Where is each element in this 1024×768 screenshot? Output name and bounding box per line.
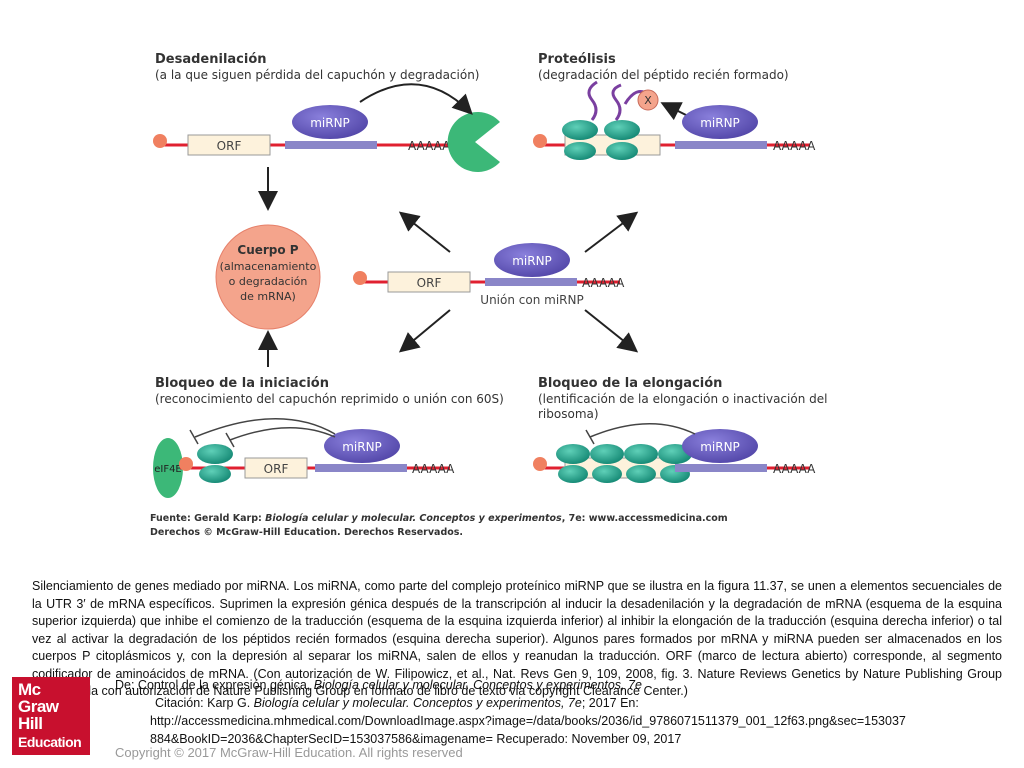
orf-label: ORF [217,139,242,153]
mirna-figure: ORF miRNP AAAAA X miRNP [140,42,870,532]
panel-subtitle: (reconocimiento del capuchón reprimido o… [155,392,504,406]
source-text: Citación: Karp G. [155,696,254,710]
source-citation: De: Control de la expresión génica, Biol… [115,676,1005,748]
cuerpo-p-line: de mRNA) [240,290,296,303]
header-deadenylation: Desadenilación (a la que siguen pérdida … [155,52,479,83]
figure-credit: Fuente: Gerald Karp: Biología celular y … [150,512,728,540]
ribosome-icon [199,465,231,483]
header-initiation-block: Bloqueo de la iniciación (reconocimiento… [155,376,504,407]
mcgraw-hill-logo: Mc Graw Hill Education [12,677,90,755]
eif4e-icon [153,438,183,498]
cuerpo-p: Cuerpo P (almacenamiento o degradación d… [215,224,321,367]
credit-text: , 7e: www.accessmedicina.com [561,513,728,524]
panel-proteolysis: X miRNP AAAAA [533,80,816,160]
logo-text: Graw [18,697,59,716]
source-text: De: Control de la expresión génica, [115,678,314,692]
panel-deadenylation: ORF miRNP AAAAA [153,83,500,211]
cuerpo-p-title: Cuerpo P [237,243,298,257]
diagram-svg: ORF miRNP AAAAA X miRNP [153,80,816,498]
source-book-title: Biología celular y molecular. Conceptos … [313,678,642,692]
figure-caption: Silenciamiento de genes mediado por miRN… [32,579,1002,698]
mirnp-label: miRNP [310,116,350,130]
polya-tail: AAAAA [773,139,816,153]
mirnp-complex [292,105,368,139]
header-elongation-block: Bloqueo de la elongación (lentificación … [538,376,870,422]
exonuclease-icon [447,112,500,172]
orf-box [387,271,471,293]
panel-center: ORF miRNP AAAAA Unión con miRNP [353,211,639,353]
panel-title: Proteólisis [538,52,616,67]
x-label: X [644,94,652,107]
panel-title: Bloqueo de la iniciación [155,376,329,391]
mirnp-label: miRNP [700,440,740,454]
credit-rights: Derechos © McGraw-Hill Education. Derech… [150,527,464,538]
polya-tail: AAAAA [408,139,451,153]
logo-text: Mc [18,680,41,699]
mirnp-complex [682,105,758,139]
x-icon [637,89,659,111]
source-book-title: Biología celular y molecular. Conceptos … [253,696,582,710]
mirnp-label: miRNP [512,254,552,268]
orf-box [187,134,271,156]
cuerpo-p-line: o degradación [229,275,308,288]
polya-tail: AAAAA [582,276,625,290]
credit-text: Fuente: Gerald Karp: [150,513,266,524]
source-url[interactable]: http://accessmedicina.mhmedical.com/Down… [150,714,906,728]
center-caption: Unión con miRNP [480,293,583,307]
cap-icon [353,271,367,285]
cap-icon [179,457,193,471]
copyright-notice: Copyright © 2017 McGraw-Hill Education. … [115,745,463,760]
mirnp-complex [324,429,400,463]
orf-box [244,457,308,479]
mirnp-label: miRNP [342,440,382,454]
orf-label: ORF [417,276,442,290]
panel-subtitle: (a la que siguen pérdida del capuchón y … [155,68,480,82]
cap-icon [533,134,547,148]
cuerpo-p-line: (almacenamiento [220,260,317,273]
panel-elongation-block: miRNP AAAAA [533,422,816,483]
panel-subtitle: (degradación del péptido recién formado) [538,68,789,82]
header-proteolysis: Proteólisis (degradación del péptido rec… [538,52,789,83]
logo-text: Hill [18,714,43,733]
ribosome-icon [606,142,638,160]
panel-title: Bloqueo de la elongación [538,376,723,391]
polya-tail: AAAAA [412,462,455,476]
eif4e-label: eIF4E [154,464,182,475]
cap-icon [153,134,167,148]
panel-title: Desadenilación [155,52,267,67]
mirnp-label: miRNP [700,116,740,130]
cap-icon [533,457,547,471]
credit-book-title: Biología celular y molecular. Conceptos … [265,513,562,524]
panel-initiation-block: eIF4E ORF miRNP AAAAA [153,417,455,498]
polya-tail: AAAAA [773,462,816,476]
logo-text: Education [18,734,82,750]
source-url-continued[interactable]: 884&BookID=2036&ChapterSecID=153037586&i… [150,732,682,746]
mirnp-complex [682,429,758,463]
mirnp-complex [494,243,570,277]
orf-label: ORF [264,462,289,476]
panel-subtitle: (lentificación de la elongación o inacti… [538,392,828,421]
source-text: ; 2017 En: [581,696,639,710]
